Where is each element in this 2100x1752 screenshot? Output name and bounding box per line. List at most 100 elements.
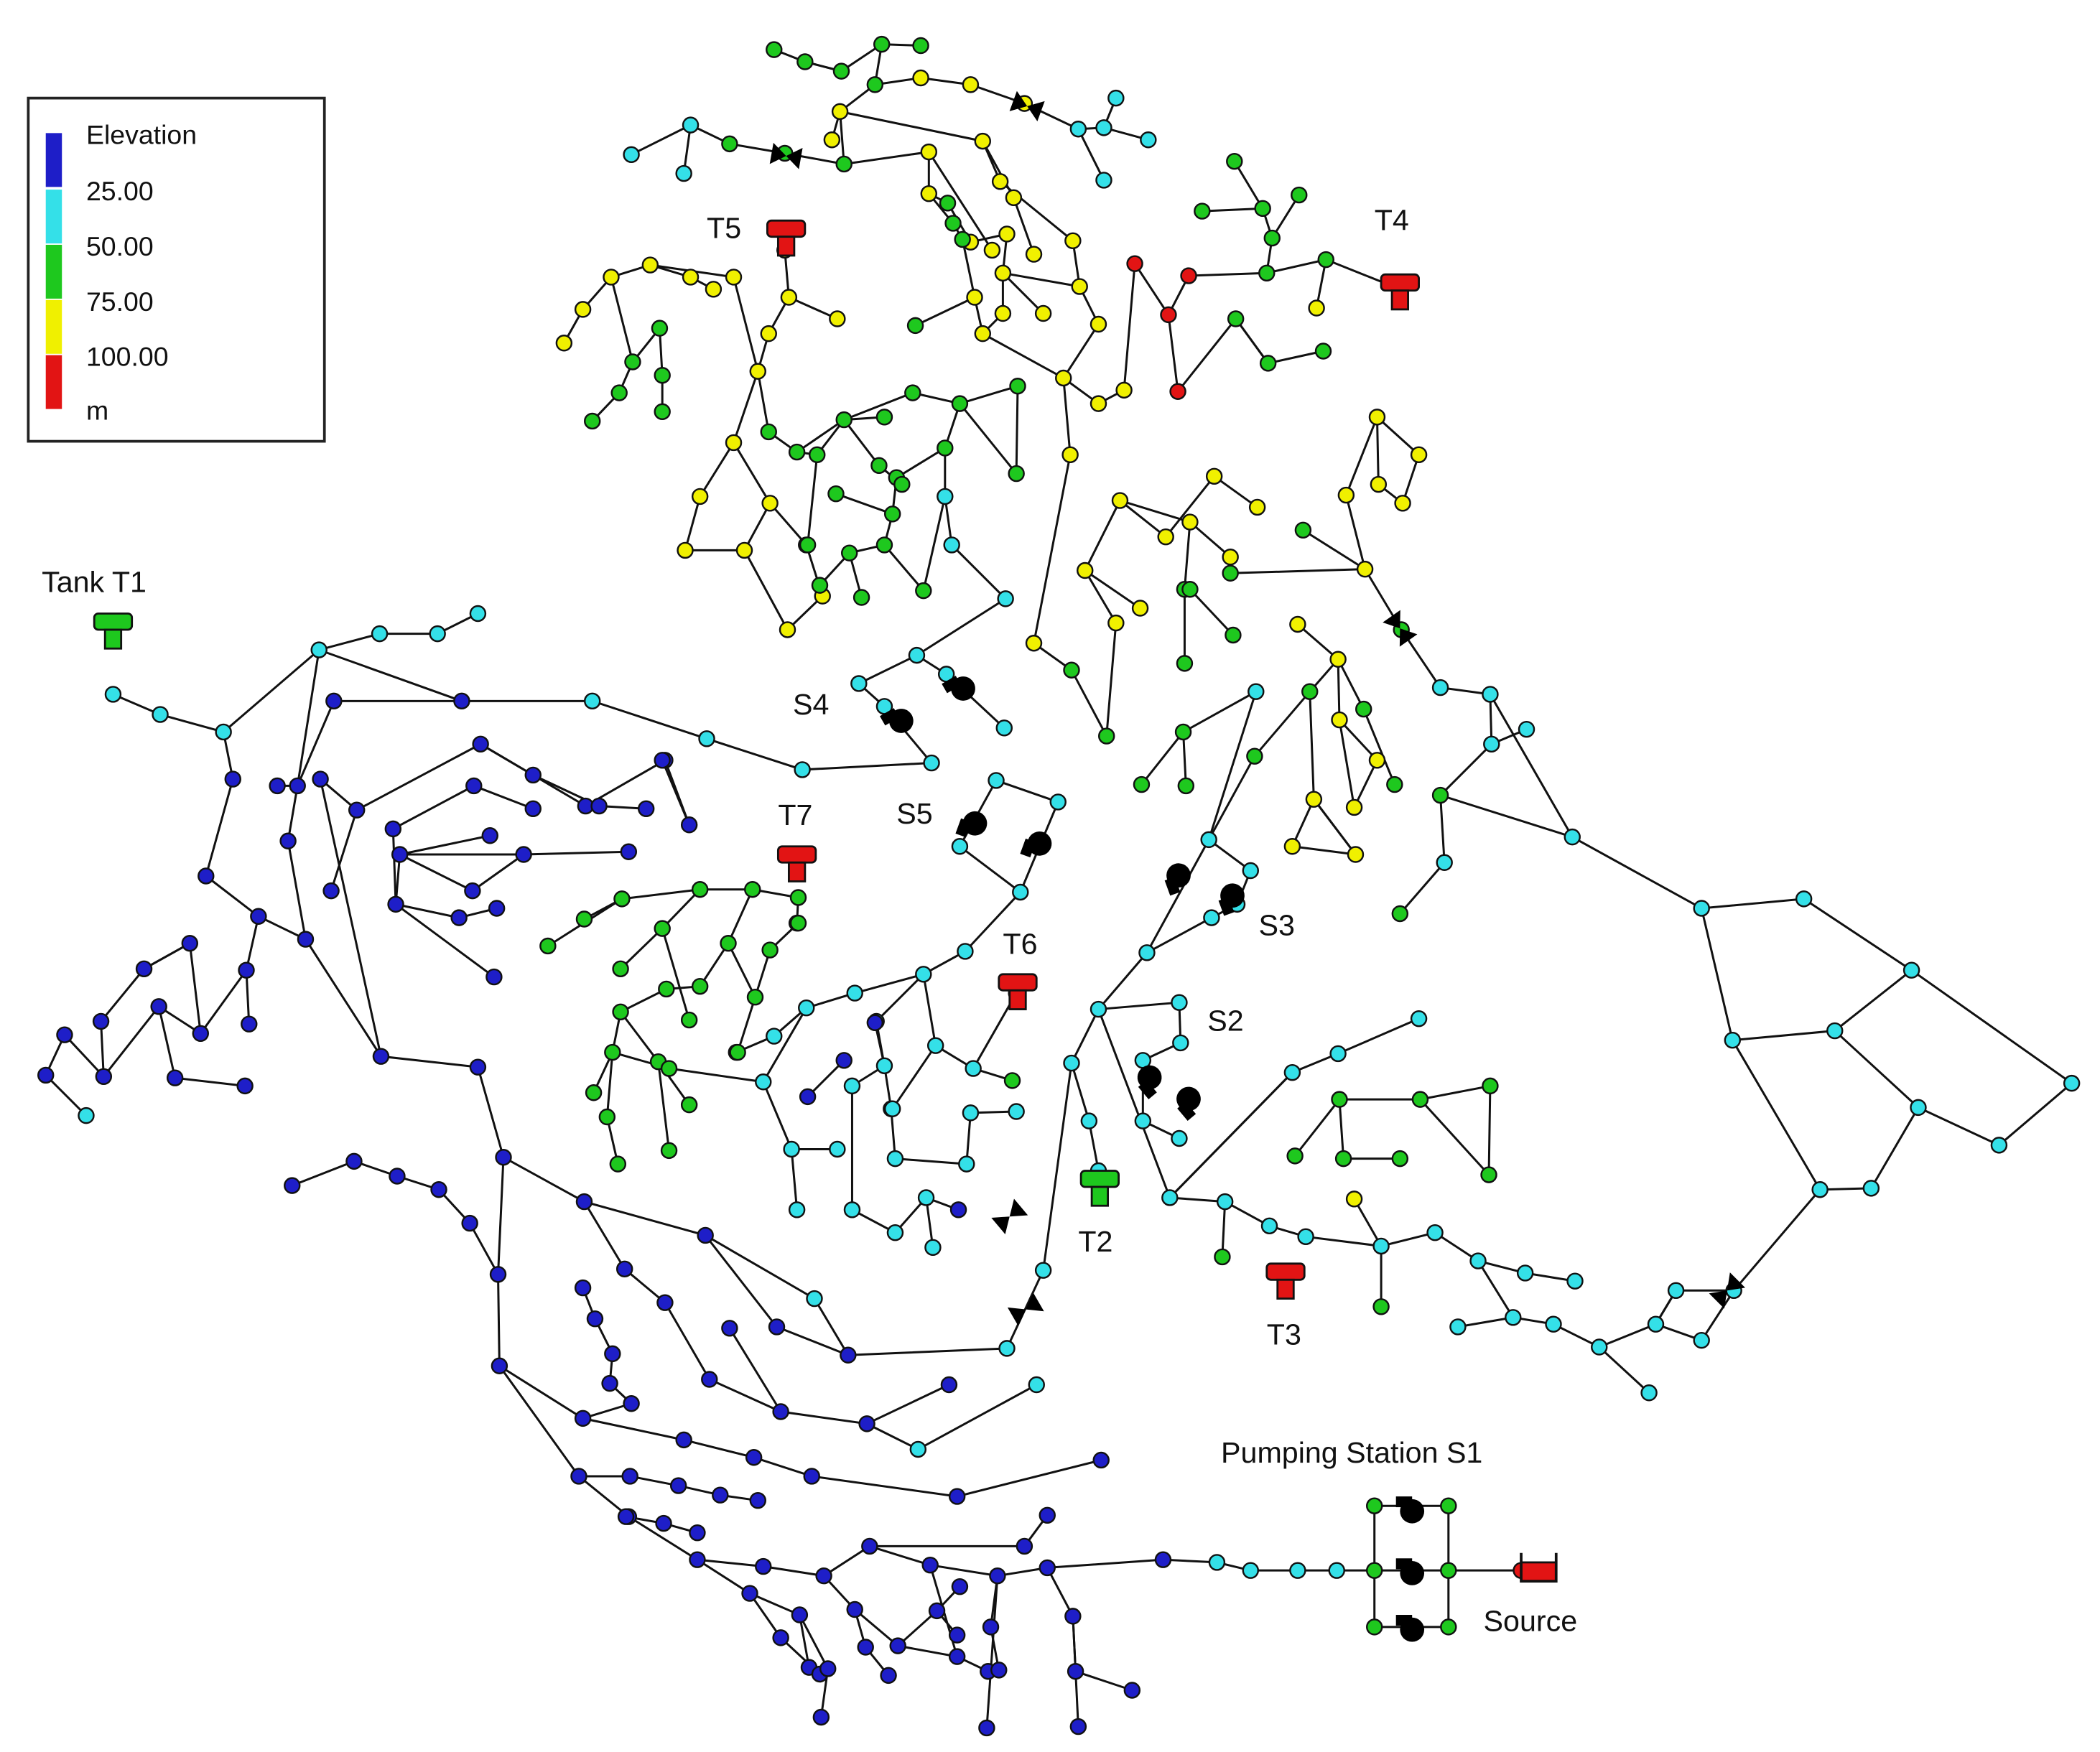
junction-node[interactable] bbox=[974, 132, 991, 150]
junction-node[interactable] bbox=[1176, 655, 1194, 672]
junction-node[interactable] bbox=[761, 495, 779, 512]
junction-node[interactable] bbox=[584, 692, 601, 710]
junction-node[interactable] bbox=[345, 1152, 363, 1170]
junction-node[interactable] bbox=[1811, 1181, 1829, 1198]
junction-node[interactable] bbox=[656, 1294, 674, 1311]
junction-node[interactable] bbox=[604, 1345, 621, 1363]
junction-node[interactable] bbox=[1090, 395, 1107, 412]
junction-node[interactable] bbox=[617, 1508, 635, 1525]
junction-node[interactable] bbox=[651, 320, 669, 337]
junction-node[interactable] bbox=[1440, 1618, 1457, 1636]
junction-node[interactable] bbox=[1242, 1562, 1259, 1579]
junction-node[interactable] bbox=[613, 890, 631, 908]
junction-node[interactable] bbox=[430, 1181, 447, 1198]
junction-node[interactable] bbox=[464, 882, 481, 900]
junction-node[interactable] bbox=[1246, 747, 1263, 765]
junction-node[interactable] bbox=[584, 412, 601, 430]
junction-node[interactable] bbox=[481, 827, 498, 844]
junction-node[interactable] bbox=[1291, 186, 1308, 204]
tank-t7[interactable] bbox=[776, 845, 817, 882]
junction-node[interactable] bbox=[322, 882, 340, 900]
junction-node[interactable] bbox=[1826, 1022, 1844, 1040]
pump-icon[interactable] bbox=[955, 807, 990, 843]
junction-node[interactable] bbox=[893, 475, 911, 493]
junction-node[interactable] bbox=[850, 675, 868, 692]
junction-node[interactable] bbox=[701, 1371, 718, 1388]
valve-icon[interactable] bbox=[1383, 610, 1418, 647]
junction-node[interactable] bbox=[1667, 1282, 1685, 1300]
junction-node[interactable] bbox=[1194, 202, 1211, 220]
junction-node[interactable] bbox=[310, 641, 327, 658]
junction-node[interactable] bbox=[654, 367, 671, 384]
junction-node[interactable] bbox=[1214, 1248, 1231, 1266]
junction-node[interactable] bbox=[1181, 581, 1199, 598]
junction-node[interactable] bbox=[823, 131, 841, 149]
pump-icon[interactable] bbox=[880, 702, 918, 740]
junction-node[interactable] bbox=[604, 1043, 621, 1061]
junction-node[interactable] bbox=[1545, 1315, 1562, 1333]
junction-node[interactable] bbox=[623, 1395, 640, 1412]
junction-node[interactable] bbox=[1025, 635, 1043, 652]
junction-node[interactable] bbox=[1483, 735, 1500, 753]
junction-node[interactable] bbox=[937, 439, 954, 457]
junction-node[interactable] bbox=[389, 1168, 406, 1185]
junction-node[interactable] bbox=[515, 846, 532, 863]
junction-node[interactable] bbox=[269, 777, 286, 795]
junction-node[interactable] bbox=[1693, 1331, 1710, 1349]
pump-icon[interactable] bbox=[1395, 1558, 1425, 1585]
junction-node[interactable] bbox=[948, 1488, 966, 1505]
junction-node[interactable] bbox=[1366, 1562, 1383, 1579]
junction-node[interactable] bbox=[806, 1290, 823, 1308]
junction-node[interactable] bbox=[1242, 862, 1259, 880]
junction-node[interactable] bbox=[1368, 409, 1386, 426]
junction-node[interactable] bbox=[1366, 1618, 1383, 1636]
junction-node[interactable] bbox=[1131, 600, 1149, 617]
junction-node[interactable] bbox=[1482, 686, 1499, 703]
junction-node[interactable] bbox=[1123, 1682, 1141, 1699]
junction-node[interactable] bbox=[453, 692, 470, 710]
junction-node[interactable] bbox=[654, 403, 671, 421]
junction-node[interactable] bbox=[725, 434, 743, 452]
junction-node[interactable] bbox=[1028, 1376, 1045, 1394]
junction-node[interactable] bbox=[1263, 229, 1281, 247]
junction-node[interactable] bbox=[741, 1585, 758, 1602]
junction-node[interactable] bbox=[1337, 486, 1355, 504]
valve-icon[interactable] bbox=[1009, 90, 1045, 122]
junction-node[interactable] bbox=[95, 1068, 113, 1085]
junction-node[interactable] bbox=[921, 1556, 939, 1574]
junction-node[interactable] bbox=[603, 269, 620, 286]
junction-node[interactable] bbox=[944, 215, 962, 232]
pump-icon[interactable] bbox=[1161, 860, 1196, 896]
junction-node[interactable] bbox=[675, 164, 692, 182]
junction-node[interactable] bbox=[835, 411, 852, 429]
junction-node[interactable] bbox=[387, 895, 404, 913]
junction-node[interactable] bbox=[1034, 1262, 1052, 1279]
junction-node[interactable] bbox=[799, 1088, 817, 1106]
junction-node[interactable] bbox=[958, 1155, 975, 1173]
junction-node[interactable] bbox=[524, 766, 542, 784]
junction-node[interactable] bbox=[524, 800, 542, 817]
junction-node[interactable] bbox=[1172, 1034, 1189, 1052]
junction-node[interactable] bbox=[749, 363, 766, 380]
junction-node[interactable] bbox=[1724, 1031, 1742, 1049]
junction-node[interactable] bbox=[1640, 1384, 1658, 1402]
junction-node[interactable] bbox=[1334, 1150, 1352, 1168]
junction-node[interactable] bbox=[391, 846, 409, 863]
junction-node[interactable] bbox=[780, 289, 798, 306]
junction-node[interactable] bbox=[660, 1142, 678, 1160]
junction-node[interactable] bbox=[788, 443, 806, 461]
junction-node[interactable] bbox=[1305, 791, 1323, 808]
junction-node[interactable] bbox=[1077, 562, 1094, 579]
junction-node[interactable] bbox=[712, 1486, 729, 1504]
junction-node[interactable] bbox=[827, 485, 845, 503]
junction-node[interactable] bbox=[491, 1357, 508, 1374]
junction-node[interactable] bbox=[1386, 775, 1403, 793]
junction-node[interactable] bbox=[832, 62, 850, 80]
junction-node[interactable] bbox=[791, 1606, 809, 1623]
junction-node[interactable] bbox=[1283, 838, 1301, 855]
junction-node[interactable] bbox=[1107, 89, 1125, 107]
junction-node[interactable] bbox=[883, 1100, 901, 1117]
junction-node[interactable] bbox=[920, 185, 938, 202]
junction-node[interactable] bbox=[794, 761, 811, 778]
junction-node[interactable] bbox=[1480, 1166, 1497, 1183]
